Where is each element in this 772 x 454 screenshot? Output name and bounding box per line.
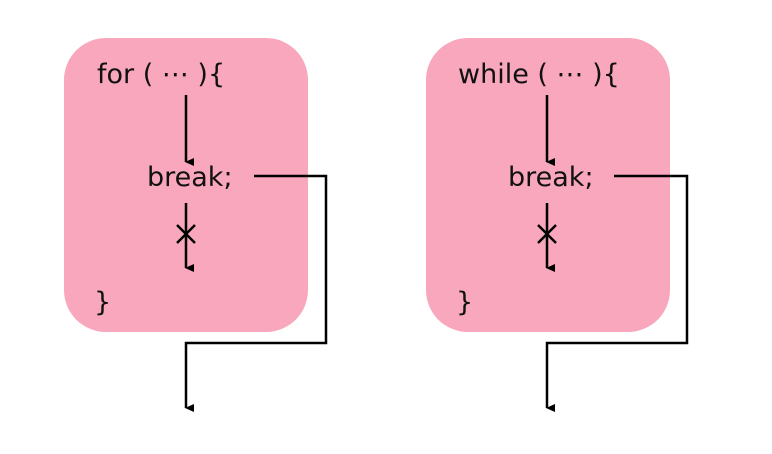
- for-skip-cross-icon: [176, 224, 196, 244]
- while-loop-body: [426, 38, 670, 332]
- for-break-statement: break;: [147, 162, 233, 193]
- while-break-statement: break;: [508, 162, 594, 193]
- while-break-exit-path: [545, 174, 689, 412]
- while-skip-cross-icon: [537, 224, 557, 244]
- for-loop-block: for ( ⋯ ){ break; }: [64, 38, 328, 412]
- for-loop-body: [64, 38, 308, 332]
- while-loop-header: while ( ⋯ ){: [458, 59, 620, 90]
- for-loop-header: for ( ⋯ ){: [97, 59, 225, 90]
- while-loop-block: while ( ⋯ ){ break; }: [426, 38, 689, 412]
- for-loop-close-brace: }: [94, 287, 111, 318]
- for-break-exit-path: [184, 174, 328, 412]
- while-loop-close-brace: }: [456, 287, 473, 318]
